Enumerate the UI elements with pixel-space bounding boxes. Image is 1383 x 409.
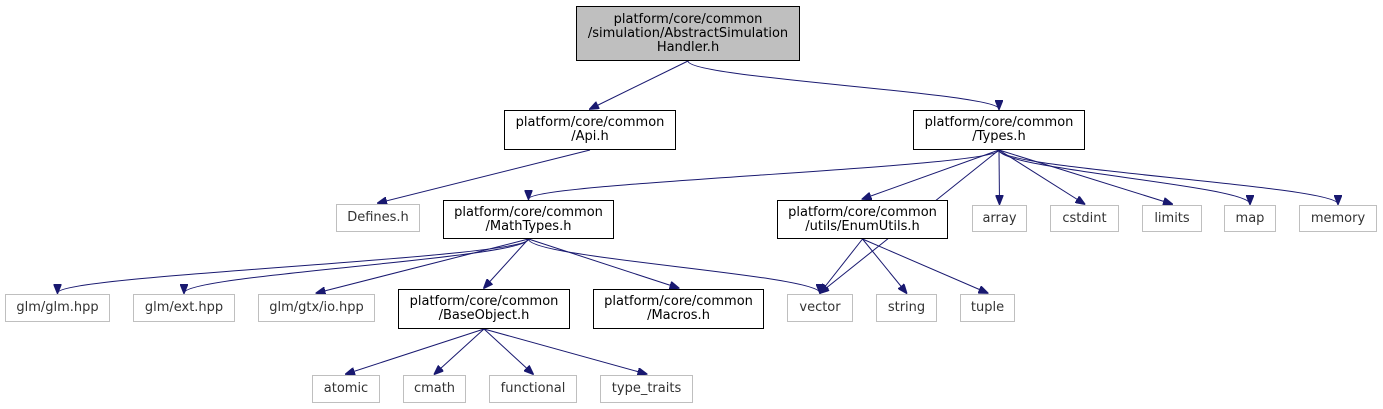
node-label-line: limits [1154,210,1190,226]
node-label-line: platform/core/common [613,11,763,27]
edge-mathtypes-to-glm_hpp [58,238,529,293]
node-tuple[interactable]: tuple [960,294,1015,322]
node-label-line: /Api.h [571,129,609,144]
edge-baseobject-to-type_traits [483,328,647,374]
edge-types-to-cstdint [998,149,1085,204]
node-label-line: glm/ext.hpp [144,300,224,315]
node-vector[interactable]: vector [787,294,853,322]
node-label-line: map [1235,210,1265,226]
node-abstract-simulation-handler[interactable]: platform/core/common /simulation/Abstrac… [576,6,800,61]
node-cmath[interactable]: cmath [403,375,466,403]
node-glm-glm-hpp[interactable]: glm/glm.hpp [5,294,110,322]
node-glm-ext-hpp[interactable]: glm/ext.hpp [133,294,235,322]
node-functional[interactable]: functional [489,375,577,403]
edge-mathtypes-to-glm_gtx_io [317,238,529,293]
node-label-line: string [887,300,926,315]
node-limits[interactable]: limits [1142,205,1202,232]
node-label-line: glm/glm.hpp [16,300,99,315]
node-label-line: /simulation/AbstractSimulation [587,25,789,41]
node-label-line: /MathTypes.h [485,218,572,234]
node-atomic[interactable]: atomic [312,375,380,403]
node-array[interactable]: array [972,205,1027,232]
node-label-line: type_traits [611,381,682,396]
node-label-line: platform/core/common [788,204,937,220]
node-enumutils-h[interactable]: platform/core/common /utils/EnumUtils.h [777,200,948,239]
node-label-line: /BaseObject.h [438,308,530,323]
edge-types-to-memory [998,149,1338,204]
node-string[interactable]: string [876,294,937,322]
node-label-line: Handler.h [656,39,720,55]
edge-types-to-limits [998,149,1172,204]
node-mathtypes-h[interactable]: platform/core/common /MathTypes.h [443,200,614,239]
node-label-line: /utils/EnumUtils.h [805,218,920,234]
edge-root-to-types [687,60,999,109]
node-type-traits[interactable]: type_traits [600,375,693,403]
node-label-line: tuple [970,300,1005,315]
node-label-line: memory [1310,210,1366,226]
edge-mathtypes-to-baseobject [484,238,529,288]
node-label-line: array [982,210,1017,226]
edge-mathtypes-to-vector [528,238,821,293]
edge-api-to-defines [378,149,591,203]
node-macros-h[interactable]: platform/core/common /Macros.h [593,289,764,329]
node-cstdint[interactable]: cstdint [1050,205,1119,232]
edge-root-to-api [590,60,689,109]
node-label-line: platform/core/common [515,115,665,130]
edge-mathtypes-to-glm_ext [184,238,529,293]
node-label-line: atomic [323,381,369,396]
node-label-line: platform/core/common [454,204,603,220]
node-defines-h[interactable]: Defines.h [336,204,420,232]
edge-baseobject-to-atomic [346,328,485,374]
node-label-line: cmath [413,381,456,396]
node-label-line: Defines.h [347,210,409,225]
edge-types-to-mathtypes [529,149,1000,199]
node-label-line: vector [799,300,841,315]
edge-enumutils-to-tuple [862,238,988,293]
edge-baseobject-to-functional [483,328,533,374]
edge-types-to-array [999,149,1000,204]
edge-mathtypes-to-macros [528,238,679,288]
node-baseobject-h[interactable]: platform/core/common /BaseObject.h [398,289,570,329]
node-types-h[interactable]: platform/core/common /Types.h [913,110,1085,150]
node-label-line: platform/core/common [924,115,1074,130]
edge-enumutils-to-string [862,238,907,293]
node-map[interactable]: map [1224,205,1276,232]
edge-types-to-map [998,149,1250,204]
node-label-line: platform/core/common [409,294,559,309]
node-label-line: cstdint [1062,210,1107,226]
node-label-line: glm/gtx/io.hpp [269,300,364,315]
node-glm-gtx-io-hpp[interactable]: glm/gtx/io.hpp [258,294,375,322]
edge-baseobject-to-cmath [435,328,485,374]
node-label-line: /Macros.h [647,308,710,323]
node-label-line: platform/core/common [604,294,753,309]
edge-enumutils-to-vector [820,238,863,293]
edge-types-to-enumutils [863,149,1000,199]
node-label-line: functional [500,381,566,396]
node-api-h[interactable]: platform/core/common /Api.h [504,110,676,150]
node-memory[interactable]: memory [1299,205,1377,232]
node-label-line: /Types.h [972,129,1026,144]
